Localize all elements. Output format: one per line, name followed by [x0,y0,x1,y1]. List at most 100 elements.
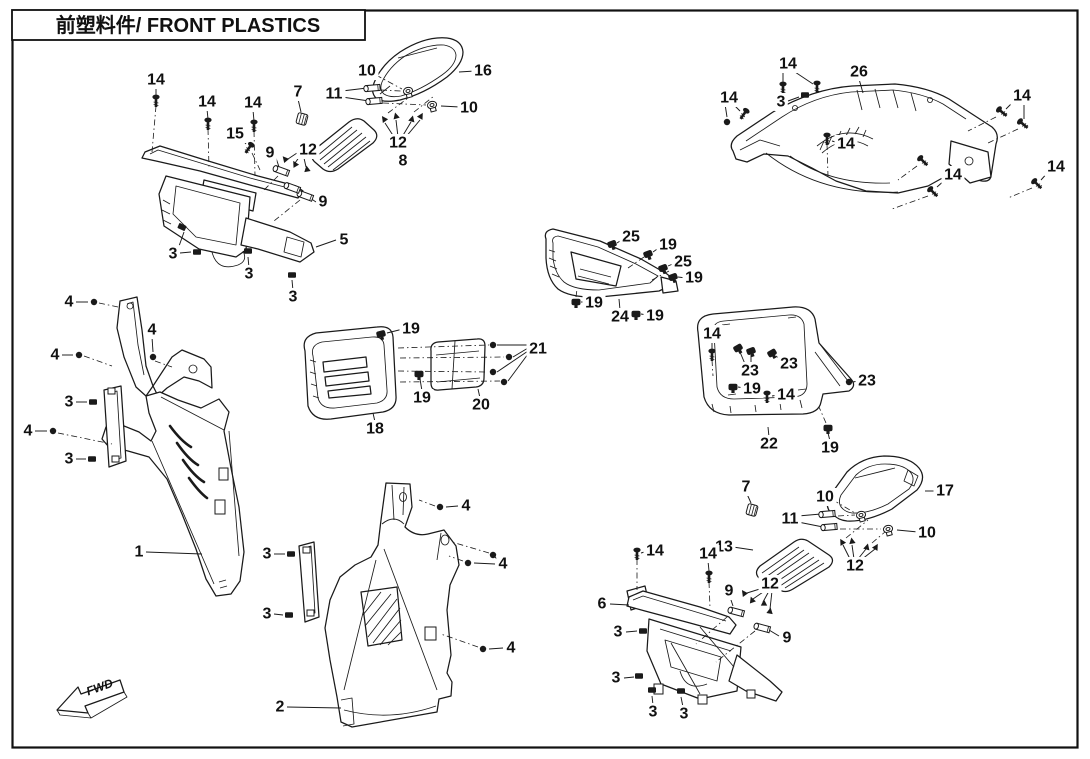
fastener-tri-icon [282,156,290,164]
fastener-cyl-icon [363,83,381,93]
fastener-clip-icon [733,343,743,354]
assembly-axis-line [451,541,490,554]
svg-text:14: 14 [1047,159,1065,176]
svg-text:3: 3 [245,266,254,283]
svg-text:3: 3 [263,606,272,623]
part-1-side-panel [101,296,245,597]
fastener-clip-icon [668,273,678,284]
svg-text:19: 19 [685,270,703,287]
callout-10: 10 [813,488,837,506]
part-5-dash-cover [141,145,315,268]
callout-18: 18 [363,420,387,438]
callout-3: 3 [166,245,180,263]
assembly-axis-line [987,128,1019,144]
fastener-clip-icon [728,383,738,393]
fastener-tri-icon [416,112,423,120]
fastener-cyl-icon [283,182,302,194]
fastener-clip-icon [571,298,581,308]
leader-line [315,239,337,248]
svg-text:19: 19 [402,321,420,338]
fastener-screw-icon [1016,118,1029,129]
leader-line [341,96,370,102]
leader-line [858,78,864,94]
svg-text:4: 4 [148,322,157,339]
assembly-axis-line [413,95,435,113]
callout-8: 8 [396,152,410,170]
leader-line [473,562,496,565]
callout-14: 14 [1010,87,1034,105]
callout-17: 17 [933,482,957,500]
svg-text:2: 2 [276,699,285,716]
title-box [11,9,366,41]
fastener-cyl-icon [818,509,836,519]
leader-line [512,347,529,358]
svg-text:19: 19 [646,308,664,325]
svg-text:10: 10 [918,525,936,542]
fastener-tri-icon [304,165,311,173]
callout-26: 26 [847,63,871,81]
callout-23: 23 [855,372,879,390]
assembly-axis-line [826,143,829,177]
svg-text:10: 10 [460,100,478,117]
assembly-axis-line [397,344,490,349]
svg-text:3: 3 [169,246,178,263]
callout-10: 10 [355,62,379,80]
assembly-axis-line [708,581,711,609]
svg-text:4: 4 [462,498,471,515]
svg-text:21: 21 [529,341,547,358]
svg-text:11: 11 [326,86,343,103]
callout-14: 14 [941,166,965,184]
bracket-strip-center [298,541,320,623]
svg-text:13: 13 [715,539,733,556]
assembly-axis-line [83,355,113,367]
fastener-screw-icon [813,80,821,93]
svg-text:4: 4 [499,556,508,573]
fastener-dot-icon [723,118,731,126]
fastener-clip-icon [631,310,641,320]
callout-3: 3 [286,288,300,306]
fastener-screw-icon [823,132,831,145]
assembly-axis-line [380,89,402,92]
svg-text:10: 10 [358,63,376,80]
callout-15: 15 [223,125,247,143]
leader-line [507,353,529,382]
svg-text:23: 23 [858,373,876,390]
fastener-tri-icon [766,607,773,615]
assembly-axis-line [154,360,173,368]
fastener-screw-icon [244,141,255,154]
fastener-nut-icon [193,249,201,255]
svg-text:6: 6 [598,596,607,613]
fastener-screw-icon [763,390,771,403]
svg-text:24: 24 [611,309,629,326]
leader-line [896,529,919,533]
svg-text:4: 4 [24,423,33,440]
callout-3: 3 [62,450,76,468]
svg-text:12: 12 [299,142,317,159]
svg-text:14: 14 [720,90,738,107]
leader-line [732,546,754,551]
callout-12: 12 [843,557,867,575]
fastener-dot-icon [505,353,513,361]
fastener-dot-icon [49,427,57,435]
svg-text:3: 3 [614,624,623,641]
leader-line [488,647,504,650]
title-block: 前塑料件/ FRONT PLASTICS [11,9,366,41]
leader-line [440,105,461,108]
callout-16: 16 [471,62,495,80]
fastener-tri-icon [381,116,389,123]
leader-line [341,87,368,92]
callout-1: 1 [132,543,146,561]
svg-text:19: 19 [743,381,761,398]
svg-text:3: 3 [680,706,689,723]
callout-19: 19 [643,307,667,325]
svg-text:19: 19 [413,390,431,407]
svg-text:3: 3 [289,289,298,306]
fastener-clip-icon [643,250,653,261]
svg-text:9: 9 [783,630,792,647]
leader-line [851,544,855,560]
callout-9: 9 [263,144,277,162]
part-17-bezel [826,455,924,522]
svg-text:19: 19 [821,440,839,457]
svg-text:23: 23 [780,356,798,373]
fastener-nut-icon [285,612,293,618]
